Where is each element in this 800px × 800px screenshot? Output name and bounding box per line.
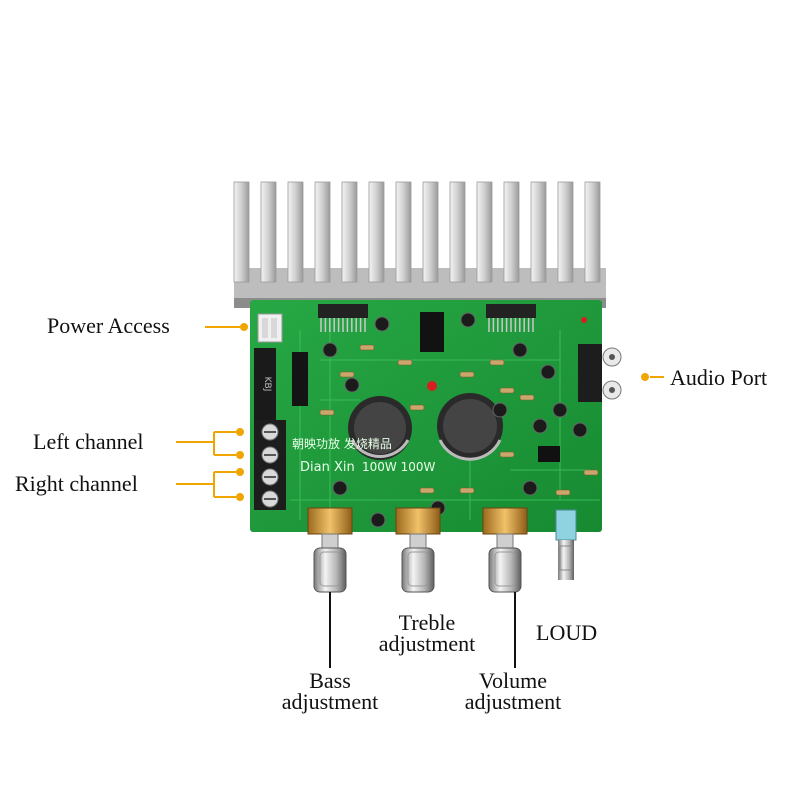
- resistor: [359, 344, 375, 351]
- heatsink: [233, 181, 606, 308]
- knob-face: [494, 551, 516, 587]
- knob: [488, 547, 522, 593]
- resistor: [499, 387, 515, 394]
- heatsink-fin: [368, 181, 385, 283]
- knob: [401, 547, 435, 593]
- silk-chinese: 朝映功放 发烧精品: [292, 436, 392, 451]
- loud-switch: [555, 509, 577, 580]
- pointer-lines: [176, 323, 664, 501]
- heatsink-fin: [557, 181, 574, 283]
- small-capacitor: [532, 418, 548, 434]
- resistor: [319, 409, 335, 416]
- resistor: [459, 371, 475, 378]
- resistor: [339, 371, 355, 378]
- rectifier-bridge: KBJ: [254, 348, 308, 420]
- potentiometers: [307, 507, 528, 593]
- small-capacitor: [370, 512, 386, 528]
- small-capacitor: [460, 312, 476, 328]
- small-components: [319, 312, 599, 528]
- label-volume: Volume adjustment: [438, 668, 588, 714]
- resistor: [419, 487, 435, 494]
- label-treble: Treble adjustment: [352, 610, 502, 656]
- small-capacitor: [572, 422, 588, 438]
- label-treble-line1: Treble: [398, 610, 456, 635]
- small-capacitor: [492, 402, 508, 418]
- knob-leader-lines: [329, 592, 516, 668]
- heatsink-fin: [449, 181, 466, 283]
- label-audio-port: Audio Port: [670, 365, 768, 390]
- potentiometer-body: [307, 507, 353, 535]
- small-capacitor: [540, 364, 556, 380]
- resistor: [397, 359, 413, 366]
- svg-text:KBJ: KBJ: [262, 377, 272, 392]
- label-volume-line1: Volume: [478, 668, 548, 693]
- small-capacitor: [552, 402, 568, 418]
- filter-capacitors: [348, 393, 503, 461]
- potentiometer-body: [482, 507, 528, 535]
- heatsink-fin: [260, 181, 277, 283]
- small-capacitor: [512, 342, 528, 358]
- knob-face: [407, 551, 429, 587]
- knob-face: [319, 551, 341, 587]
- label-bass-line2: adjustment: [281, 689, 379, 714]
- silk-brand: Dian Xin: [300, 460, 355, 475]
- potentiometer-body: [395, 507, 441, 535]
- speaker-terminals: [254, 420, 286, 510]
- label-power-access: Power Access: [47, 313, 170, 338]
- silk-power: 100W 100W: [362, 460, 435, 474]
- resistor: [583, 469, 599, 476]
- silkscreen: 朝映功放 发烧精品 Dian Xin 100W 100W: [292, 436, 435, 475]
- power-connector: [257, 313, 283, 343]
- power-ic-chips: [318, 304, 536, 332]
- label-right-channel: Right channel: [15, 471, 138, 496]
- heatsink-fin: [233, 181, 250, 283]
- knob: [313, 547, 347, 593]
- resistor: [499, 451, 515, 458]
- resistor: [555, 489, 571, 496]
- heatsink-fin: [503, 181, 520, 283]
- small-capacitor: [322, 342, 338, 358]
- heatsink-fin: [530, 181, 547, 283]
- label-volume-line2: adjustment: [464, 689, 562, 714]
- heatsink-fin: [341, 181, 358, 283]
- heatsink-fin: [476, 181, 493, 283]
- rca-audio-port: [578, 344, 622, 402]
- heatsink-fin: [287, 181, 304, 283]
- heatsink-fin: [395, 181, 412, 283]
- small-capacitor: [332, 480, 348, 496]
- small-capacitor: [374, 316, 390, 332]
- potentiometer-shaft: [321, 533, 339, 549]
- potentiometer-shaft: [409, 533, 427, 549]
- heatsink-fin: [422, 181, 439, 283]
- small-capacitor: [522, 480, 538, 496]
- resistor: [459, 487, 475, 494]
- resistor: [409, 404, 425, 411]
- small-capacitor: [344, 377, 360, 393]
- label-loud: LOUD: [536, 620, 598, 645]
- label-bass-line1: Bass: [309, 668, 351, 693]
- heatsink-fin: [584, 181, 601, 283]
- label-bass: Bass adjustment: [255, 668, 405, 714]
- resistor: [519, 394, 535, 401]
- label-treble-line2: adjustment: [378, 631, 476, 656]
- heatsink-fin: [314, 181, 331, 283]
- label-left-channel: Left channel: [33, 429, 144, 454]
- potentiometer-shaft: [496, 533, 514, 549]
- resistor: [489, 359, 505, 366]
